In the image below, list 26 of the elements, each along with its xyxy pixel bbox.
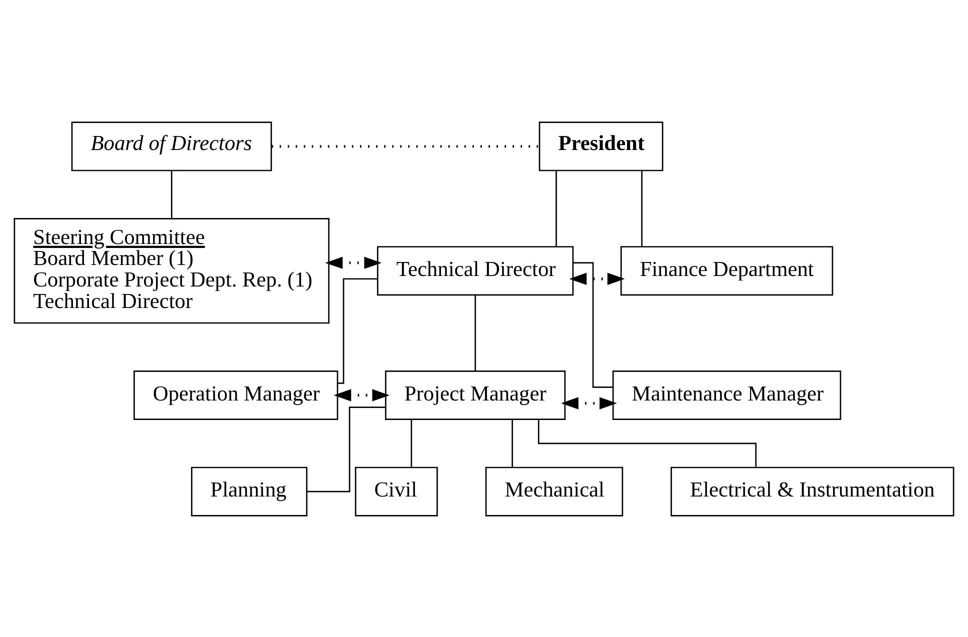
node-box: Steering Committee Board Member (1) Corporate Project Dept. Rep. (1) Technical Director — [14, 218, 330, 324]
connector — [641, 170, 643, 246]
node-box: Maintenance Manager — [612, 370, 842, 420]
connector — [474, 294, 476, 371]
node-box: President — [538, 121, 664, 171]
connector — [512, 419, 513, 466]
arrow — [560, 396, 617, 409]
node-box: Mechanical — [485, 466, 624, 516]
node-box: Planning — [191, 466, 308, 516]
node-box: Technical Director — [376, 246, 574, 296]
node-box: Project Manager — [385, 370, 566, 420]
node-box: Operation Manager — [134, 370, 338, 420]
node-box: Electrical & Instrumentation — [670, 466, 954, 516]
connector — [556, 170, 557, 246]
node-box: Finance Department — [620, 246, 834, 296]
connector — [170, 170, 172, 218]
node-box: Civil — [354, 466, 438, 516]
arrow — [325, 256, 382, 268]
arrow — [569, 272, 625, 284]
connector — [338, 278, 378, 384]
node-box: Board of Directors — [71, 121, 272, 171]
connector — [538, 419, 757, 466]
arrow — [334, 388, 390, 401]
connector — [410, 419, 412, 466]
connector — [307, 406, 386, 492]
connector — [573, 262, 613, 388]
